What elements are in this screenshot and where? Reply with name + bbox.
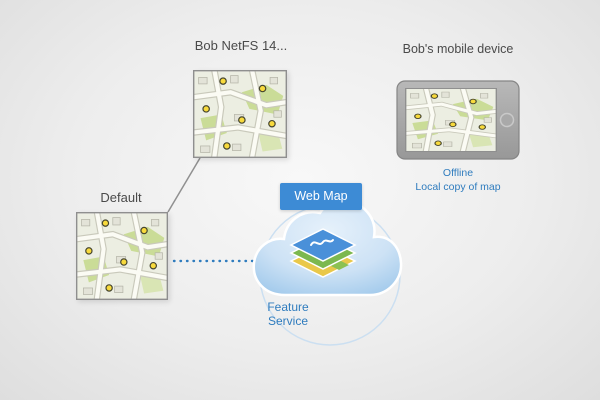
offline-status-text: Offline Local copy of map — [396, 166, 520, 194]
netfs-map-label: Bob NetFS 14... — [194, 38, 288, 53]
feature-line: Feature — [267, 300, 309, 314]
offline-line: Offline — [442, 167, 474, 179]
feature-service-label: Feature Service — [252, 300, 324, 329]
mobile-device-label: Bob's mobile device — [402, 42, 514, 56]
service-line: Service — [267, 314, 308, 329]
default-map-tile — [76, 212, 168, 300]
map-icon — [193, 70, 287, 158]
layers-icon — [289, 228, 357, 278]
cloud-shape-icon — [252, 199, 403, 346]
map-icon — [76, 212, 168, 300]
default-map-label: Default — [100, 190, 142, 205]
web-map-badge: Web Map — [280, 183, 362, 210]
tablet-body-icon — [396, 80, 520, 160]
home-button-icon — [499, 112, 515, 128]
tablet-icon — [396, 80, 520, 160]
cloud-icon — [240, 195, 410, 347]
solid-connector-line — [167, 157, 201, 213]
netfs-map-tile — [193, 70, 287, 158]
local-copy-line: Local copy of map — [415, 181, 501, 194]
